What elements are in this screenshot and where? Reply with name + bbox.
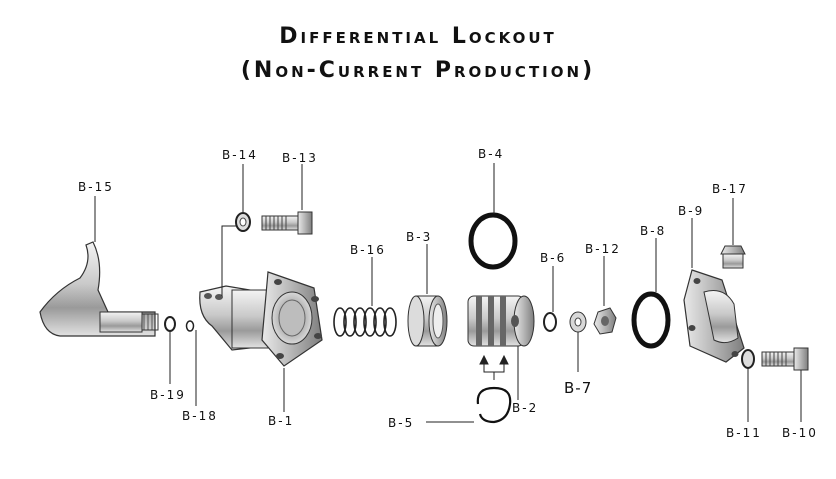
part-b18-ring [185,320,195,332]
label-b14: B-14 [222,148,258,162]
label-b17: B-17 [712,182,748,196]
label-b4: B-4 [478,147,504,161]
label-b5: B-5 [388,416,414,430]
label-b6: B-6 [540,251,566,265]
label-b1: B-1 [268,414,294,428]
groove-arrows [479,354,509,380]
part-b6-ring [543,312,557,332]
label-b10: B-10 [782,426,818,440]
label-b3: B-3 [406,230,432,244]
part-b8-oring [631,291,671,349]
part-b16-spring [333,307,397,337]
part-b12-nut [593,307,617,335]
label-b18: B-18 [182,409,218,423]
label-b19: B-19 [150,388,186,402]
part-b14-lock-washer [235,212,251,232]
part-b15-shift-lever [39,241,159,337]
label-b15: B-15 [78,180,114,194]
label-b8: B-8 [640,224,666,238]
leader-lines [94,163,802,423]
part-b2-piston [467,295,535,347]
part-b13-bolt [261,211,313,235]
label-b12: B-12 [585,242,621,256]
part-b7-washer [569,311,587,333]
diagram-title: Differential Lockout [279,24,557,49]
diagram-subtitle: (Non-Current Production) [240,58,596,83]
part-labels: B-15 B-14 B-13 B-16 B-3 B-4 B-6 B-12 B-8… [78,147,818,440]
label-b2: B-2 [512,401,538,415]
part-b19-ring [164,316,176,332]
label-b9: B-9 [678,204,704,218]
label-b13: B-13 [282,151,318,165]
label-b11: B-11 [726,426,762,440]
label-b7: B-7 [564,379,592,397]
part-b4-oring [468,212,518,270]
part-b10-bolt [761,347,809,371]
part-b3-bushing [407,295,448,347]
part-b9-cover [683,269,745,363]
part-b5-snap-ring [476,386,512,424]
label-b16: B-16 [350,243,386,257]
part-b11-lock-washer [741,349,755,369]
part-b1-housing [199,271,323,367]
part-b17-fitting [720,245,746,269]
